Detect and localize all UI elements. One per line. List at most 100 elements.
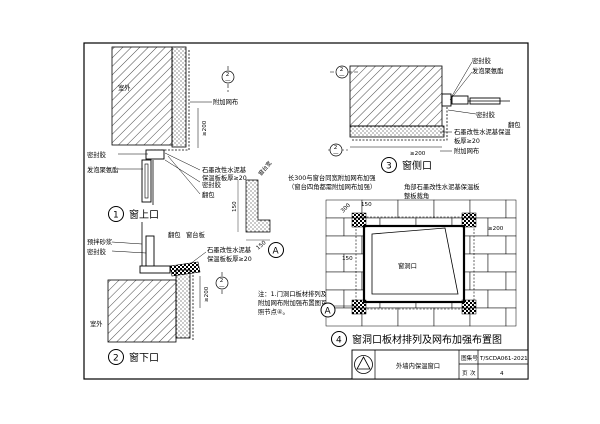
detail-4-note-2: （窗台四角都需附加网布加强） <box>288 182 376 191</box>
detail-1-frame-upper <box>145 149 165 160</box>
detail-1-sash <box>141 159 152 203</box>
detail-4-corner-cut-board <box>371 227 459 295</box>
detail-1-sash-inner <box>144 163 149 199</box>
detail-2-number-circle <box>108 349 124 365</box>
detail-2-leader-sealant <box>111 250 147 254</box>
detail-2-number: 2 <box>113 354 119 364</box>
detail-4-board-cell <box>325 271 363 291</box>
detail-4-number-circle <box>331 331 347 347</box>
detail-4-board-cell <box>505 199 517 219</box>
detail-3-wall-hatch <box>349 65 443 127</box>
detail-4-dim-150a: 150 <box>361 202 372 208</box>
detail-A-circle <box>268 242 284 258</box>
detail-4-mesh-tl <box>351 212 367 228</box>
title-block-logo-circle <box>354 355 373 374</box>
detail-4-mesh-br <box>461 299 477 315</box>
detail-4-board-cell <box>397 307 435 327</box>
detail-4-number: 4 <box>336 336 342 346</box>
detail-4-board-cell <box>487 289 517 309</box>
detail-3-ref-text: — <box>339 73 345 79</box>
detail-3-number: 3 <box>386 162 392 172</box>
detail-1-insulation-board <box>171 46 187 148</box>
note-line-2: 附加网布附加强布置图可参 <box>258 298 334 307</box>
detail-4-board-cell <box>397 199 435 219</box>
detail-1-leader-sealant2 <box>164 159 201 183</box>
detail-1-caption: 窗上口 <box>129 208 159 221</box>
detail-3-sealant-label: 密封胶 <box>472 56 492 65</box>
detail-2-leader-board <box>189 251 207 265</box>
detail-2-board-label-1: 石墨改性水泥基 <box>207 245 252 254</box>
detail-1-dim: ≥200 <box>202 120 208 136</box>
title-block: 外墙内保温窗口 图集号 T/SCDA061-2021 页 次 4 <box>351 349 529 380</box>
detail-3-mesh-line <box>352 104 448 141</box>
detail-1-leader-board <box>164 152 201 171</box>
detail-1-board-label-1: 石墨改性水泥基 <box>202 165 247 174</box>
detail-4-board-cell <box>505 307 517 327</box>
detail-3-foam-label: 发泡聚氨酯 <box>472 66 503 75</box>
detail-A-mesh-fill <box>246 180 270 232</box>
detail-3-mesh-label: 附加网布 <box>454 146 479 155</box>
detail-4-board-cell <box>325 217 345 237</box>
detail-4-caption: 窗洞口板材排列及网布加强布置图 <box>352 333 502 346</box>
detail-2-board-label-2: 保温板板厚≥20 <box>207 254 252 263</box>
detail-2-ref-circle <box>215 276 229 290</box>
detail-1-ref-circle <box>221 70 235 84</box>
page-number: 4 <box>500 371 504 377</box>
detail-1-outdoor-label: 室外 <box>118 83 131 92</box>
detail-1-mesh-label: 附加网布 <box>213 97 238 106</box>
detail-3-ref-mark-2: 2 <box>334 145 338 151</box>
detail-1-sealant2-label: 密封胶 <box>202 180 222 189</box>
detail-4-mesh-bl <box>351 299 367 315</box>
detail-1-ref-mark: 2 <box>226 72 230 78</box>
detail-4-note-3: 角部石墨改性水泥基保温板 <box>404 182 480 191</box>
detail-4-opening-label: 窗洞口 <box>398 261 417 270</box>
detail-4-board-cell <box>361 307 399 327</box>
detail-4-board-cell <box>469 235 507 255</box>
detail-3-ref-circle <box>335 65 349 79</box>
detail-2-outdoor-label: 室外 <box>90 319 103 328</box>
detail-2-mortar-label: 预拌砂浆 <box>87 237 113 246</box>
detail-A-dim2: 150 <box>255 240 267 252</box>
page-label: 页 <box>462 370 468 377</box>
detail-2-leader-mortar <box>111 241 143 245</box>
detail-2-wall-hatch <box>107 279 177 343</box>
detail-1-wall-hatch <box>111 46 173 146</box>
detail-1-board-label-2: 保温板板厚≥20 <box>202 173 247 182</box>
detail-3-wrap-label: 翻包 <box>508 120 521 129</box>
detail-2-sealant-label: 密封胶 <box>87 247 107 256</box>
detail-3-leader-sealant <box>451 61 473 97</box>
general-note: 注：1.门洞口板材排列及 附加网布附加强布置图可参 照节点④。 <box>258 289 334 316</box>
detail-3-ref-circle-2 <box>329 143 343 157</box>
detail-1-ref-text: — <box>225 78 231 84</box>
detail-4-board-cell <box>505 235 517 255</box>
atlas-label: 图集号 <box>461 354 478 362</box>
detail-4-mesh-tr <box>461 212 477 228</box>
detail-4-board-cell <box>469 271 507 291</box>
detail-1-number: 1 <box>113 211 119 221</box>
detail-2-caption: 窗下口 <box>129 351 159 364</box>
detail-3-ref-text-2: — <box>333 151 339 157</box>
detail-4-board-cell <box>325 235 363 255</box>
title-block-logo-triangle <box>356 356 371 370</box>
note-line-3: 照节点④。 <box>258 308 289 316</box>
detail-2-insulation-board <box>175 269 191 339</box>
detail-3-sealant2-label: 密封胶 <box>476 110 496 119</box>
detail-1-window-head: 室外 附加网布 ≥200 密封胶 发泡聚氨酯 石墨改性水泥基 保温板板厚≥20 … <box>87 46 247 222</box>
note-line-1: 注：1.门洞口板材排列及 <box>258 289 328 298</box>
page-label-2: 次 <box>470 369 476 377</box>
sheet-border <box>83 42 529 380</box>
detail-2-sash <box>145 235 155 271</box>
detail-A-letter: A <box>273 247 280 257</box>
detail-3-insulation-board <box>349 125 445 138</box>
detail-4-board-cell <box>505 271 517 291</box>
detail-4-note-4: 整板裁角 <box>404 191 429 200</box>
atlas-number: T/SCDA061-2021 <box>479 356 528 362</box>
detail-1-sealant-label: 密封胶 <box>87 150 107 159</box>
detail-3-leader-sealant2 <box>447 109 477 115</box>
detail-3-window-jamb: 密封胶 发泡聚氨酯 密封胶 翻包 石墨改性水泥基保温 板厚≥20 附加网布 ≥2… <box>328 56 521 173</box>
detail-3-number-circle <box>381 157 397 173</box>
detail-3-ref-mark: 2 <box>340 67 344 73</box>
detail-4-ref-circle <box>320 302 336 318</box>
detail-4-dim-200: ≥200 <box>488 226 504 232</box>
